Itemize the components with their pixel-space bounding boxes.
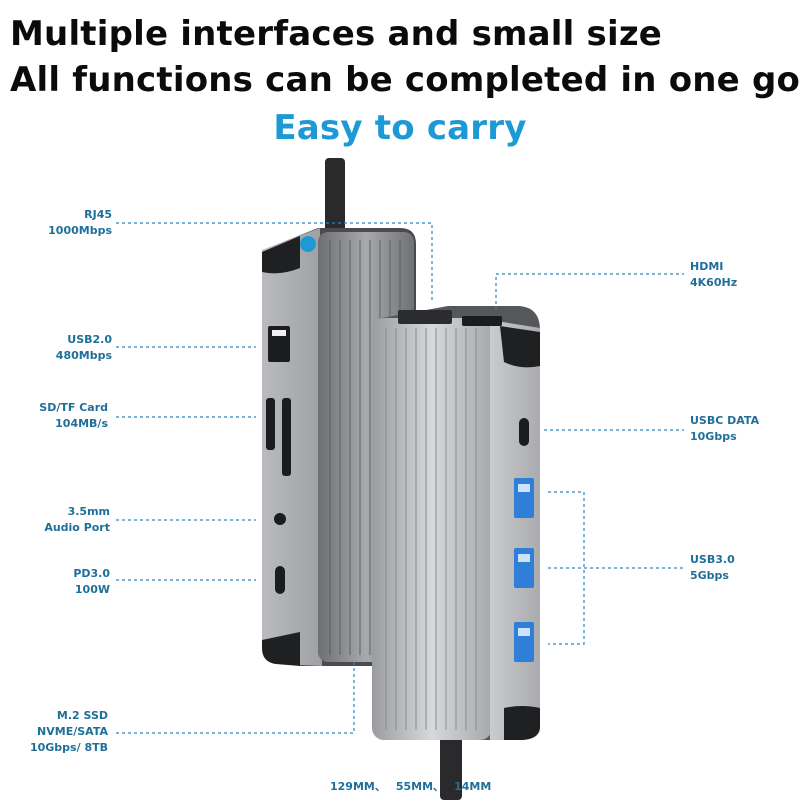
headline-line2: All functions can be completed in one go: [10, 60, 800, 100]
pd-port-icon: [275, 566, 285, 594]
usbc-data-port-icon: [519, 418, 529, 446]
audio-jack-icon: [274, 513, 286, 525]
headline-line1: Multiple interfaces and small size: [10, 14, 663, 54]
top-cable: [325, 158, 345, 234]
right-device: [372, 306, 540, 740]
rj45-port-icon: [398, 310, 452, 324]
power-led-icon: [300, 236, 316, 252]
headline-line3: Easy to carry: [273, 108, 527, 148]
leader-lines: [116, 222, 684, 734]
tf-slot-icon: [282, 398, 291, 476]
dimension-length: 129MM、: [330, 780, 386, 793]
dimensions: 129MM、 55MM、 14MM: [330, 778, 501, 794]
dimension-width: 55MM、: [395, 780, 445, 793]
sd-slot-icon: [266, 398, 275, 450]
dimension-height: 14MM: [454, 780, 492, 793]
hdmi-port-icon: [462, 316, 502, 326]
